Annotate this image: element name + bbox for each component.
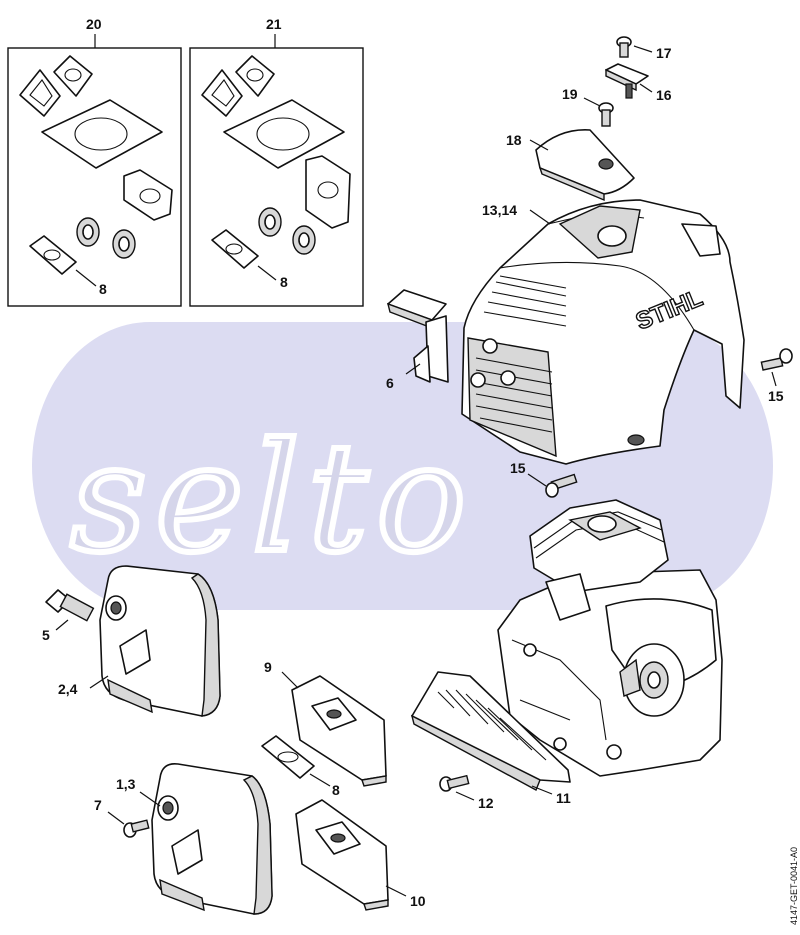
- callout-6: 6: [386, 375, 394, 391]
- oil-seal-icon: [292, 225, 316, 255]
- callout-17: 17: [656, 45, 672, 61]
- screw-12: 12: [439, 774, 494, 811]
- oil-seal-icon: [112, 229, 136, 259]
- gasket-8-icon: [211, 229, 259, 269]
- kit-21-box: 21 8: [189, 16, 364, 307]
- shroud-vents: [483, 275, 567, 327]
- engine-shroud: STIHL 13,14: [461, 199, 745, 465]
- kit-20-number: 20: [86, 16, 102, 32]
- deflector-11: 11: [410, 671, 571, 806]
- kit-20-box: 20: [7, 16, 182, 307]
- gasket-8-center: 8: [261, 735, 340, 798]
- callout-11: 11: [556, 790, 571, 806]
- screw-17: 17: [616, 36, 672, 61]
- oil-seal-icon: [76, 217, 100, 247]
- bracket-16: 16: [605, 63, 672, 103]
- callout-12: 12: [478, 795, 494, 811]
- gasket-small-icon: [201, 69, 243, 117]
- kit-21-number: 21: [266, 16, 282, 32]
- plate-10: 10: [295, 799, 426, 911]
- callout-5: 5: [42, 627, 50, 643]
- screw-19: 19: [562, 86, 614, 127]
- cap-18: 18: [506, 129, 635, 202]
- watermark-text: selto: [70, 412, 474, 586]
- gasket-8-icon: [29, 235, 77, 275]
- engine-block: [497, 499, 723, 777]
- callout-7: 7: [94, 797, 102, 813]
- muffler-2-4: 2,4: [58, 565, 221, 717]
- callout-13-14: 13,14: [482, 202, 517, 218]
- cylinder-gasket-icon: [41, 99, 163, 169]
- screen-5: 5: [42, 589, 95, 643]
- callout-10: 10: [410, 893, 426, 909]
- callout-15-right: 15: [768, 388, 784, 404]
- guide-6: 6: [386, 289, 449, 391]
- kit-21-part-8-label: 8: [280, 274, 288, 290]
- oil-seal-icon: [258, 207, 282, 237]
- callout-19: 19: [562, 86, 578, 102]
- kit-20-part-8-label: 8: [99, 281, 107, 297]
- screw-15-right: 15: [760, 348, 793, 404]
- callout-16: 16: [656, 87, 672, 103]
- muffler-1-3: 1,3: [116, 762, 273, 915]
- callout-2-4: 2,4: [58, 681, 78, 697]
- intake-gasket-icon: [123, 169, 173, 221]
- callout-1-3: 1,3: [116, 776, 136, 792]
- shroud-grille: [467, 337, 557, 458]
- screw-15-center: 15: [510, 460, 578, 498]
- gasket-small-icon: [53, 55, 93, 97]
- callout-9: 9: [264, 659, 272, 675]
- drawing-code: 4147-GET-0041-A0: [789, 847, 799, 925]
- callout-15-center: 15: [510, 460, 526, 476]
- cylinder-gasket-icon: [223, 99, 345, 169]
- callout-18: 18: [506, 132, 522, 148]
- screw-7: 7: [94, 797, 150, 838]
- gasket-small-icon: [19, 69, 61, 117]
- gasket-small-icon: [235, 55, 275, 97]
- intake-gasket-icon: [305, 155, 351, 229]
- callout-8-center: 8: [332, 782, 340, 798]
- plate-9: 9: [264, 659, 387, 787]
